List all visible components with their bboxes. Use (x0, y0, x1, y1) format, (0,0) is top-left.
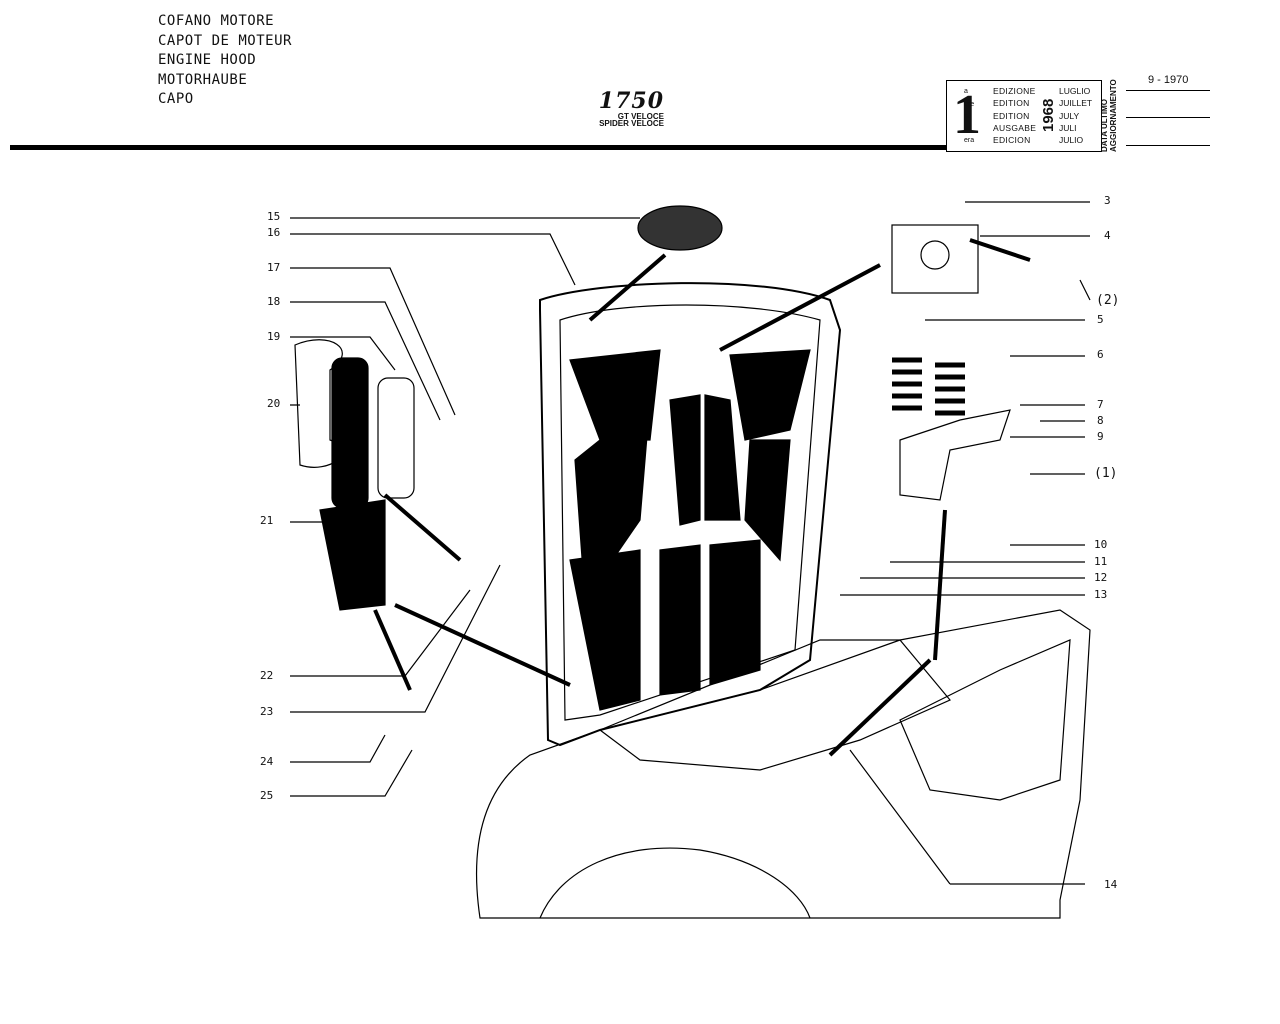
title-es: CAPO (158, 91, 194, 107)
callout-15: 15 (267, 210, 281, 223)
callout-23: 23 (260, 705, 274, 718)
variant-spider: SPIDER VELOCE (599, 119, 664, 128)
callout-3: 3 (1104, 194, 1111, 207)
callout-21: 21 (260, 514, 274, 527)
arrow (394, 603, 571, 687)
edition-word: AUSGABE (993, 123, 1037, 133)
title-en: ENGINE HOOD (158, 52, 257, 68)
callout-14: 14 (1104, 878, 1118, 891)
hood-cutout (569, 549, 641, 711)
hood-inner (559, 304, 821, 721)
edition-sup: . (964, 125, 966, 132)
callout-20: 20 (267, 397, 281, 410)
callout-25: 25 (260, 789, 274, 802)
callout-9: 9 (1097, 430, 1104, 443)
callout-24: 24 (260, 755, 274, 768)
edition-box: 1 a ere st . era EDIZIONE EDITION EDITIO… (946, 80, 1102, 152)
hood-cutout (709, 539, 761, 686)
callout-4: 4 (1104, 229, 1111, 242)
callout-1: (1) (1094, 466, 1118, 481)
edition-sup: era (964, 137, 975, 144)
hood-cutout (729, 349, 811, 441)
edition-word: EDIZIONE (993, 86, 1036, 96)
hood-outline (539, 282, 842, 747)
car-wheel-arch (539, 847, 811, 919)
callout-2: (2) (1096, 293, 1120, 308)
header-rule (10, 145, 946, 150)
edition-number: 1 (953, 84, 981, 146)
hood-cutout (574, 398, 651, 602)
update-date: 9 - 1970 (1148, 74, 1189, 86)
callout-6: 6 (1097, 348, 1104, 361)
edition-month: JUILLET (1059, 98, 1093, 108)
page-titles: COFANO MOTORE CAPOT DE MOTEUR ENGINE HOO… (158, 12, 292, 110)
hood-cutout (744, 439, 791, 562)
update-line (1126, 90, 1210, 91)
hood-cutout (704, 394, 741, 521)
callout-12: 12 (1094, 571, 1108, 584)
arrow (373, 609, 412, 691)
callout-22: 22 (260, 669, 274, 682)
variant-gt: GT VELOCE (617, 112, 664, 121)
model-block: 1750 GT VELOCE SPIDER VELOCE (584, 88, 664, 128)
hinge-arm (377, 377, 415, 499)
hinge-plate (294, 339, 343, 468)
edition-word: EDICION (993, 135, 1031, 145)
arrow (383, 493, 462, 562)
update-line (1126, 117, 1210, 118)
hinge-lower (319, 499, 386, 611)
callout-8: 8 (1097, 414, 1104, 427)
model-number: 1750 (598, 88, 664, 114)
callout-19: 19 (267, 330, 281, 343)
edition-sup: st (964, 113, 970, 120)
edition-month: JULIO (1059, 135, 1084, 145)
spring (935, 362, 965, 416)
callout-13: 13 (1094, 588, 1108, 601)
update-line (1126, 145, 1210, 146)
arrow (933, 509, 947, 661)
car-windshield (899, 639, 1071, 801)
engine-bay (598, 639, 951, 771)
callout-7: 7 (1097, 398, 1104, 411)
callout-18: 18 (267, 295, 281, 308)
edition-sup: a (964, 88, 968, 95)
hood-cutout (659, 544, 701, 696)
edition-word: EDITION (993, 98, 1030, 108)
callout-17: 17 (267, 261, 281, 274)
spring (892, 357, 922, 411)
latch-bracket (899, 409, 1011, 501)
title-fr: CAPOT DE MOTEUR (158, 32, 292, 49)
callout-10: 10 (1094, 538, 1108, 551)
edition-month: JULY (1059, 111, 1080, 121)
striker-plate (891, 224, 979, 294)
car-fender (475, 609, 1091, 919)
arrow (588, 253, 667, 322)
edition-sup: ere (964, 101, 975, 108)
stay-rod (828, 658, 932, 757)
hood-cutout (669, 394, 701, 526)
arrow (719, 263, 881, 352)
title-it: COFANO MOTORE (158, 13, 275, 29)
arrow (969, 238, 1031, 262)
rubber-buffer (637, 205, 723, 251)
edition-word: EDITION (993, 111, 1030, 121)
edition-month: JULI (1059, 123, 1077, 133)
edition-month: LUGLIO (1059, 86, 1091, 96)
hinge-arm (331, 357, 369, 509)
callout-5: 5 (1097, 313, 1104, 326)
callout-11: 11 (1094, 555, 1108, 568)
callout-16: 16 (267, 226, 281, 239)
leader-lines (290, 201, 1091, 885)
title-de: MOTORHAUBE (158, 71, 248, 88)
